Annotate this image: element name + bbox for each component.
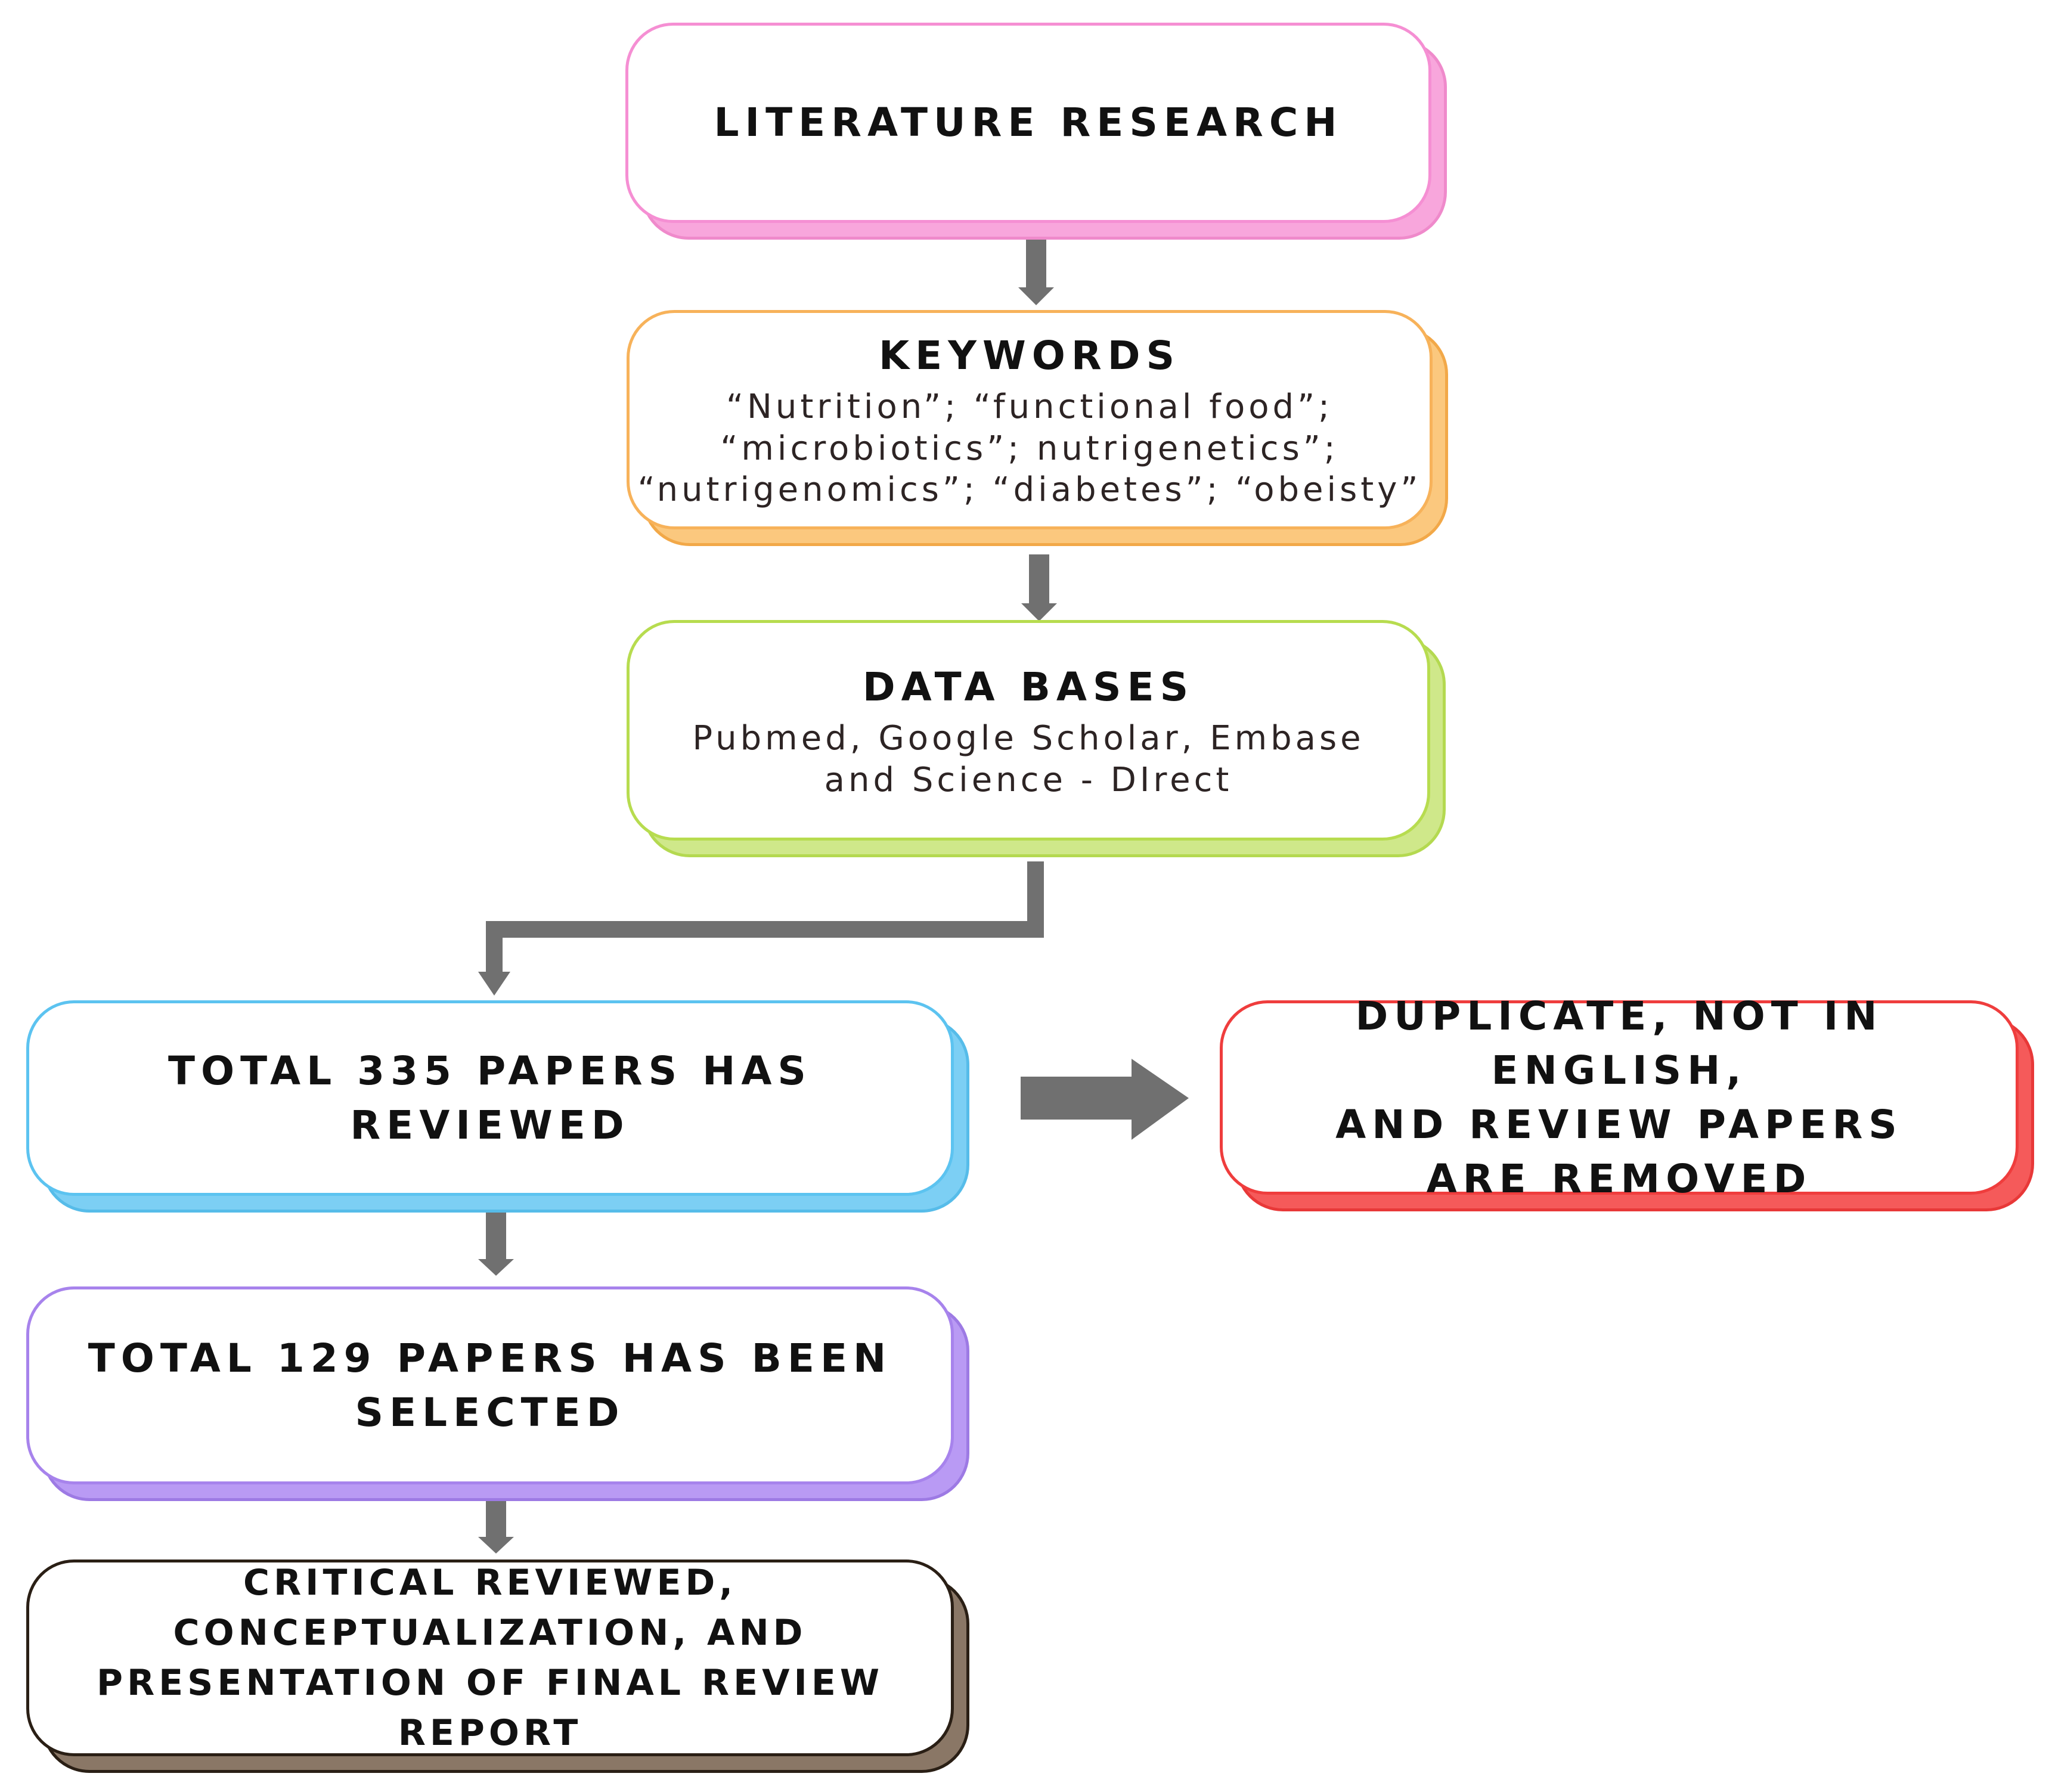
final-report-box: CRITICAL REVIEWED, CONCEPTUALIZATION, AN… (26, 1560, 969, 1773)
arrow-keywords-to-databases (1021, 554, 1057, 621)
keywords-title: KEYWORDS (878, 333, 1181, 379)
literature-research-title: LITERATURE RESEARCH (714, 100, 1343, 146)
selected-papers-box-face: TOTAL 129 PAPERS HAS BEEN SELECTED (26, 1286, 954, 1484)
arrow-reviewed-to-removed (1021, 1059, 1189, 1140)
data-bases-box: DATA BASES Pubmed, Google Scholar, Embas… (627, 620, 1446, 857)
removed-papers-box-face: DUPLICATE, NOT IN ENGLISH, AND REVIEW PA… (1220, 993, 2019, 1202)
keywords-box: KEYWORDS “Nutrition”; “functional food”;… (627, 310, 1448, 546)
keywords-box-face: KEYWORDS “Nutrition”; “functional food”;… (627, 310, 1433, 529)
literature-research-box-face: LITERATURE RESEARCH (625, 23, 1431, 223)
reviewed-papers-box-face: TOTAL 335 PAPERS HAS REVIEWED (26, 1000, 954, 1196)
reviewed-papers-title: TOTAL 335 PAPERS HAS REVIEWED (168, 1047, 812, 1148)
removed-papers-box: DUPLICATE, NOT IN ENGLISH, AND REVIEW PA… (1220, 993, 2034, 1211)
arrow-literature-to-keywords (1018, 238, 1054, 305)
data-bases-title: DATA BASES (862, 664, 1195, 711)
selected-papers-title: TOTAL 129 PAPERS HAS BEEN SELECTED (88, 1335, 892, 1436)
arrow-reviewed-to-selected (478, 1210, 514, 1276)
arrow-databases-to-reviewed (478, 861, 1044, 996)
data-bases-detail: Pubmed, Google Scholar, Embase and Scien… (692, 719, 1365, 799)
keywords-detail: “Nutrition”; “functional food”; “microbi… (637, 387, 1422, 510)
final-report-title: CRITICAL REVIEWED, CONCEPTUALIZATION, AN… (96, 1562, 884, 1754)
final-report-box-face: CRITICAL REVIEWED, CONCEPTUALIZATION, AN… (26, 1560, 954, 1756)
reviewed-papers-box: TOTAL 335 PAPERS HAS REVIEWED (26, 1000, 969, 1213)
data-bases-box-face: DATA BASES Pubmed, Google Scholar, Embas… (627, 620, 1430, 841)
literature-research-box: LITERATURE RESEARCH (625, 23, 1447, 240)
selected-papers-box: TOTAL 129 PAPERS HAS BEEN SELECTED (26, 1286, 969, 1501)
removed-papers-title: DUPLICATE, NOT IN ENGLISH, AND REVIEW PA… (1335, 993, 1903, 1202)
